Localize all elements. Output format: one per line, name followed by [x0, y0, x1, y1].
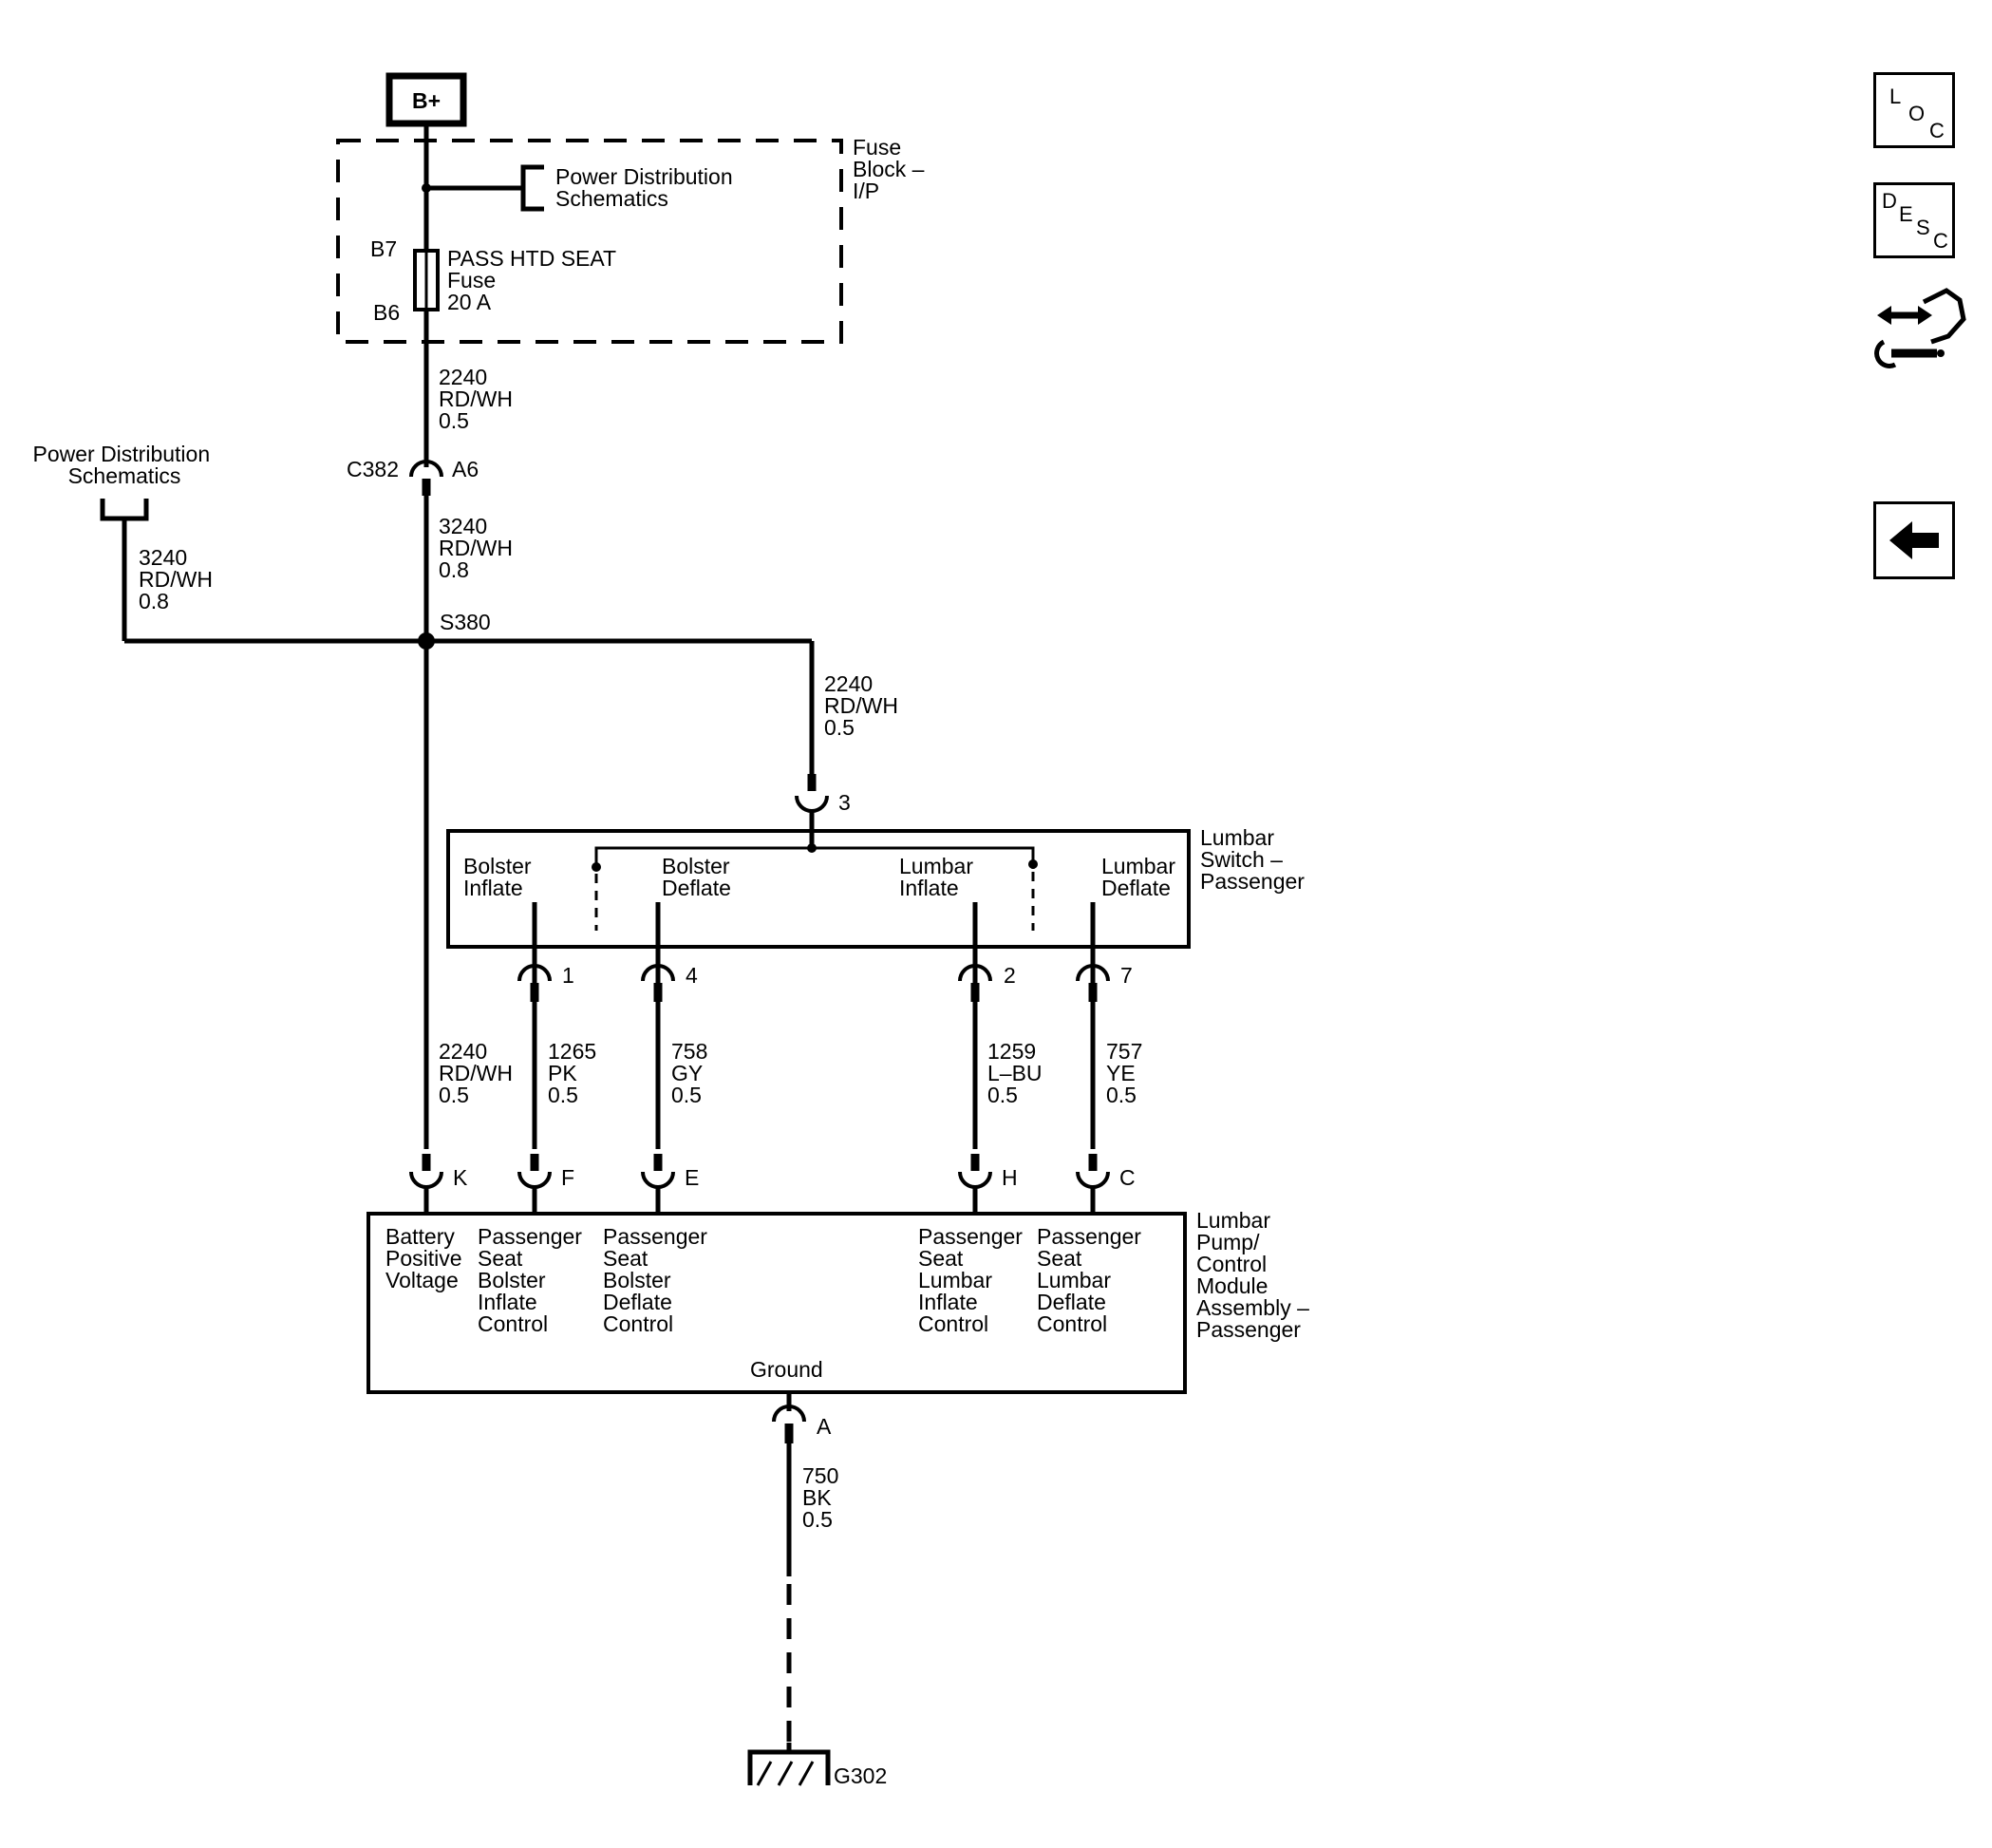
- switch-output-connectors: [517, 964, 1110, 1002]
- module-input-lumbar-inflate: Passenger Seat Lumbar Inflate Control: [918, 1224, 1028, 1336]
- fuse-terminal-out: B6: [373, 300, 400, 325]
- battery-positive-label: B+: [412, 88, 441, 113]
- module-ground-pin: A: [817, 1414, 832, 1439]
- module-pin-c: C: [1119, 1165, 1136, 1190]
- desc-letter-d: D: [1882, 189, 1897, 213]
- module-input-bolster-deflate: Passenger Seat Bolster Deflate Control: [603, 1224, 713, 1336]
- lumbar-switch-box: [446, 829, 1191, 949]
- desc-button[interactable]: D E S C: [1873, 182, 1955, 258]
- switch-pin-2: 2: [1004, 963, 1016, 988]
- switch-pos-lumbar-deflate: Lumbar Deflate: [1101, 854, 1181, 900]
- module-pin-e: E: [685, 1165, 699, 1190]
- wire-label-lumbar-deflate: 757 YE 0.5: [1106, 1039, 1149, 1107]
- module-ground-label: Ground: [750, 1357, 823, 1382]
- switch-input-connector: [795, 795, 829, 813]
- c382-connector: [409, 460, 443, 478]
- wire-label-c382-s380: 3240 RD/WH 0.8: [439, 514, 518, 582]
- loc-letter-c: C: [1929, 119, 1945, 142]
- module-input-lumbar-deflate: Passenger Seat Lumbar Deflate Control: [1037, 1224, 1147, 1336]
- wire-label-lumbar-inflate: 1259 L–BU 0.5: [987, 1039, 1048, 1107]
- module-pin-f: F: [561, 1165, 574, 1190]
- c382-pin: A6: [452, 457, 479, 481]
- pd-ref-left[interactable]: Power Distribution Schematics: [32, 442, 216, 488]
- connector-tool-icon[interactable]: [1874, 288, 1966, 368]
- fuse-terminal-in: B7: [370, 236, 397, 261]
- desc-letter-c: C: [1933, 229, 1948, 253]
- module-pin-h: H: [1002, 1165, 1018, 1190]
- module-pin-k: K: [453, 1165, 468, 1190]
- c382-name: C382: [347, 457, 399, 481]
- back-button[interactable]: [1873, 501, 1955, 579]
- loc-button[interactable]: L O C: [1873, 72, 1955, 148]
- module-name: Lumbar Pump/ Control Module Assembly – P…: [1196, 1208, 1315, 1342]
- fuse-block-pd-ref[interactable]: Power Distribution Schematics: [555, 164, 739, 211]
- ground-symbol: [747, 1743, 831, 1786]
- wire-label-s380-switch: 2240 RD/WH 0.5: [824, 671, 904, 740]
- back-arrow-icon: [1889, 521, 1939, 559]
- wire-label-pd-feed: 3240 RD/WH 0.8: [139, 545, 218, 613]
- wire-label-fuse-c382: 2240 RD/WH 0.5: [439, 365, 518, 433]
- lumbar-switch-name: Lumbar Switch – Passenger: [1200, 825, 1305, 894]
- desc-letter-e: E: [1899, 202, 1913, 226]
- switch-pin-4: 4: [686, 963, 698, 988]
- ground-point-label: G302: [834, 1763, 887, 1788]
- loc-letter-l: L: [1889, 85, 1902, 108]
- s380-label: S380: [440, 610, 491, 634]
- lumbar-pump-module-box: [366, 1212, 1187, 1394]
- switch-pin-7: 7: [1120, 963, 1133, 988]
- wire-label-bolster-inflate: 1265 PK 0.5: [548, 1039, 603, 1107]
- wire-label-bolster-deflate: 758 GY 0.5: [671, 1039, 714, 1107]
- fuse-label: PASS HTD SEAT Fuse 20 A: [447, 246, 622, 314]
- desc-letter-s: S: [1916, 216, 1930, 239]
- loc-letter-o: O: [1908, 102, 1926, 125]
- module-ground-connector: [772, 1405, 806, 1423]
- fuse-block-label: Fuse Block – I/P: [853, 135, 930, 203]
- module-input-battery: Battery Positive Voltage: [385, 1224, 468, 1292]
- fuse-block-outline: [336, 139, 843, 344]
- switch-input-pin: 3: [838, 790, 851, 815]
- switch-pos-bolster-inflate: Bolster Inflate: [463, 854, 537, 900]
- wire-label-ground: 750 BK 0.5: [802, 1463, 845, 1532]
- wire-label-battery: 2240 RD/WH 0.5: [439, 1039, 518, 1107]
- module-input-bolster-inflate: Passenger Seat Bolster Inflate Control: [478, 1224, 588, 1336]
- switch-pin-1: 1: [562, 963, 574, 988]
- switch-pos-lumbar-inflate: Lumbar Inflate: [899, 854, 979, 900]
- switch-pos-bolster-deflate: Bolster Deflate: [662, 854, 736, 900]
